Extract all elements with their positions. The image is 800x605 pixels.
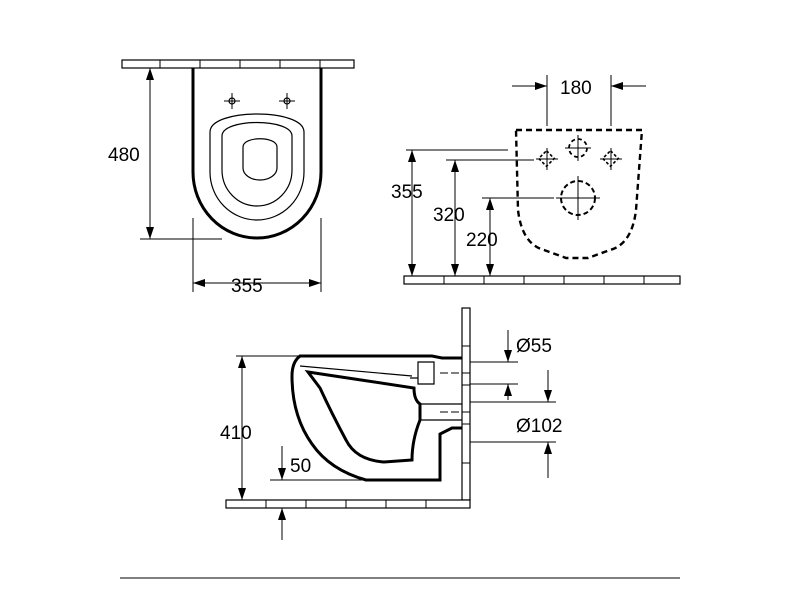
dim-55 [440, 330, 518, 400]
rear-inlet-hole [565, 135, 591, 161]
dim-480-label: 480 [108, 145, 140, 166]
rim-line [299, 365, 413, 377]
seat-inner [221, 122, 293, 207]
mounting-hole-right [279, 93, 295, 109]
side-view: Ø55 Ø102 410 50 [220, 307, 562, 540]
dim-50-label: 50 [290, 456, 311, 477]
dim-50 [270, 446, 362, 540]
inlet-socket [410, 361, 435, 385]
rear-outlet-hole [556, 176, 600, 220]
dim-55-label: Ø55 [516, 336, 552, 357]
dim-355-width [192, 218, 322, 292]
side-wall [461, 307, 471, 501]
dim-355-height [406, 149, 508, 276]
dim-320-height [446, 159, 534, 276]
seat-outline [209, 113, 305, 221]
rear-hole-right [600, 148, 622, 170]
side-floor [225, 499, 471, 509]
dim-320-height-label: 320 [433, 205, 465, 226]
rear-hole-left [536, 148, 558, 170]
top-view: 480 355 [108, 59, 355, 297]
bowl-inner-profile [304, 369, 422, 464]
seat-opening [242, 138, 278, 181]
bowl-side-profile [290, 354, 462, 482]
mounting-hole-left [224, 93, 240, 109]
rear-outline [514, 128, 644, 260]
dim-355-height-label: 355 [391, 182, 423, 203]
top-wall [121, 59, 355, 69]
dim-220-height-label: 220 [466, 230, 498, 251]
dim-220-height [482, 197, 554, 276]
rear-view: 180 355 320 220 [391, 75, 681, 285]
dim-480 [140, 67, 222, 240]
dim-410-label: 410 [220, 423, 252, 444]
dim-180-label: 180 [560, 78, 592, 99]
dim-102-label: Ø102 [516, 416, 562, 437]
dim-102 [440, 370, 556, 478]
dim-180 [512, 75, 646, 126]
dim-410 [236, 355, 298, 500]
rear-floor [403, 275, 681, 285]
outlet-pipe [420, 403, 462, 421]
dim-355-width-label: 355 [231, 276, 263, 297]
bowl-outline [191, 68, 323, 240]
